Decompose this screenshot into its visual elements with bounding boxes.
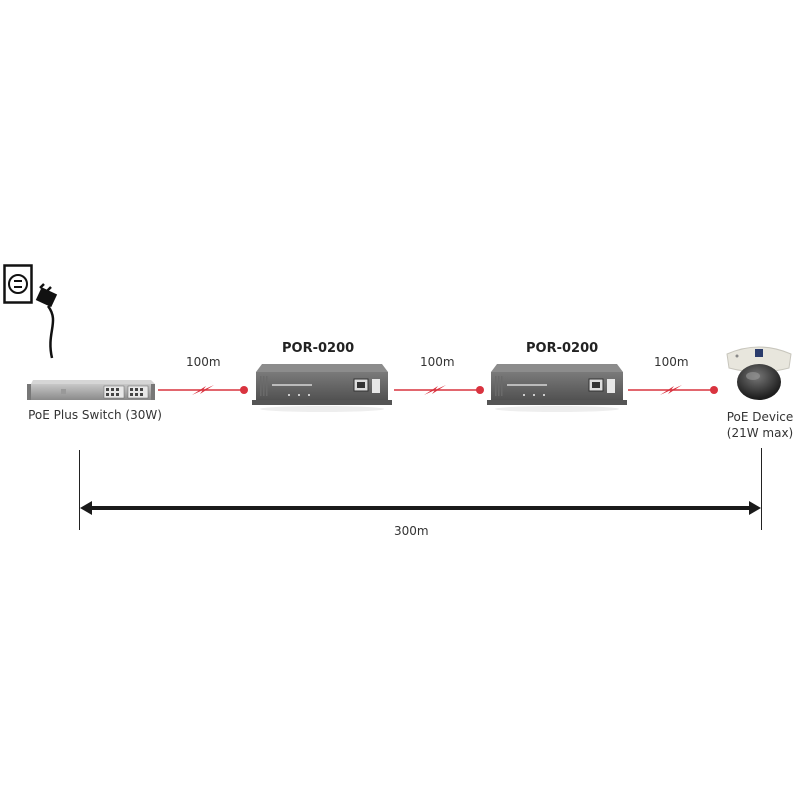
repeater-1-device [252, 362, 392, 412]
repeater-2-title: POR-0200 [526, 341, 599, 356]
link-segment-3 [628, 385, 718, 395]
total-distance-label: 300m [394, 524, 429, 538]
poe-switch-device [27, 380, 155, 402]
segment-2-label: 100m [420, 355, 455, 369]
power-outlet-icon [3, 264, 33, 304]
device-label-line2: (21W max) [726, 426, 794, 440]
device-label-line1: PoE Device [726, 410, 794, 424]
dome-camera-device [723, 342, 795, 404]
segment-3-label: 100m [654, 355, 689, 369]
segment-1-label: 100m [186, 355, 221, 369]
repeater-1-title: POR-0200 [282, 341, 355, 356]
link-segment-2 [394, 385, 484, 395]
repeater-2-device [487, 362, 627, 412]
power-plug-icon [32, 282, 72, 362]
dimension-line [79, 448, 762, 530]
switch-label: PoE Plus Switch (30W) [28, 408, 162, 422]
link-segment-1 [158, 385, 248, 395]
